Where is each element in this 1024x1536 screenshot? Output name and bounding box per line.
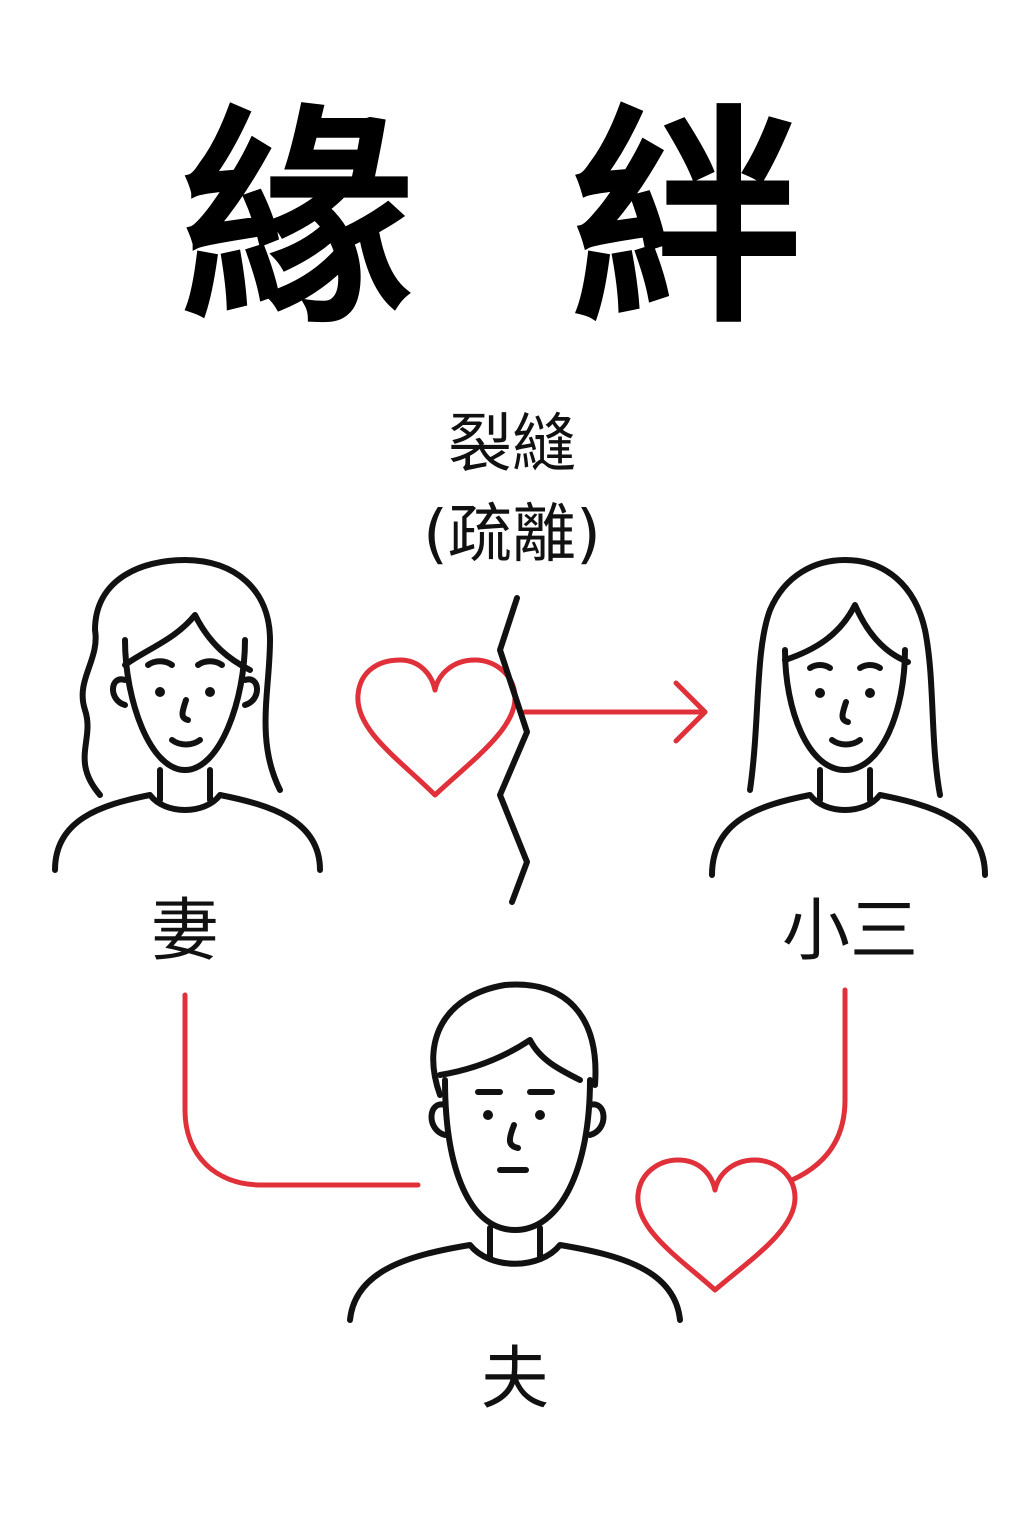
arrow-right-icon — [522, 680, 708, 744]
mistress-husband-connector — [789, 987, 848, 1183]
heart-outline-icon — [635, 1157, 798, 1293]
rift-label: 裂縫 — [448, 408, 576, 482]
wife-label: 妻 — [150, 892, 219, 971]
heart-outline-icon — [355, 657, 518, 798]
rift-sublabel: (疏離) — [423, 498, 601, 572]
page-title: 緣 絆 — [181, 85, 843, 355]
husband-label: 夫 — [480, 1340, 549, 1419]
mistress-label: 小三 — [781, 892, 918, 971]
crack-line-icon — [497, 595, 530, 905]
husband-avatar-icon — [347, 981, 683, 1323]
wife-husband-connector — [182, 992, 421, 1188]
wife-avatar-icon — [52, 557, 323, 873]
mistress-avatar-icon — [709, 557, 988, 878]
